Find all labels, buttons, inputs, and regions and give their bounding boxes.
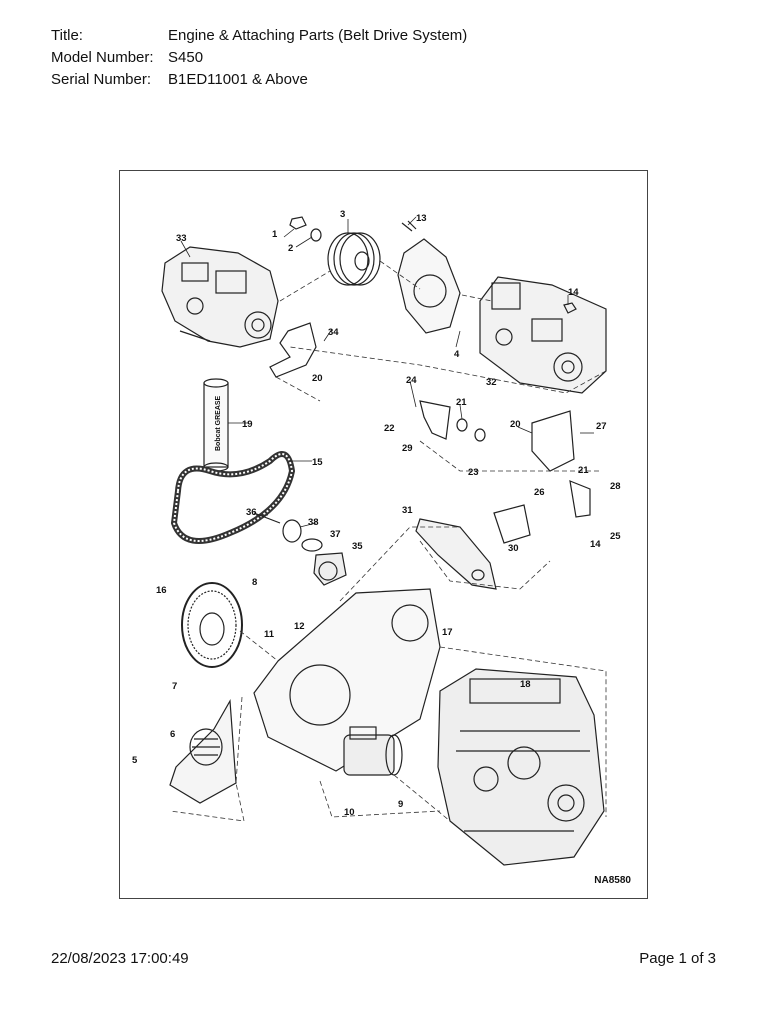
callout-10: 10 — [344, 807, 355, 818]
callout-4: 4 — [454, 349, 460, 360]
callout-23: 23 — [468, 467, 479, 478]
callout-35: 35 — [352, 541, 363, 552]
title-label: Title: — [51, 27, 83, 44]
model-number-row: Model Number: S450 — [51, 47, 467, 69]
bolt-top — [401, 220, 417, 232]
callout-33: 33 — [176, 233, 187, 244]
callout-21-top: 21 — [456, 397, 467, 408]
callout-30: 30 — [508, 543, 519, 554]
callout-32: 32 — [486, 377, 497, 388]
callout-29: 29 — [402, 443, 413, 454]
callout-20-right: 20 — [510, 419, 521, 430]
callout-27: 27 — [596, 421, 607, 432]
engine-mount-bracket — [415, 504, 531, 590]
callout-37: 37 — [330, 529, 341, 540]
callout-6: 6 — [170, 729, 175, 740]
serial-number-label: Serial Number: — [51, 71, 152, 88]
model-number-value: S450 — [168, 49, 204, 66]
callout-2: 2 — [288, 243, 293, 254]
callout-leaders — [180, 216, 594, 528]
callout-16: 16 — [156, 585, 167, 596]
callout-36: 36 — [246, 507, 257, 518]
engine-block — [437, 668, 605, 866]
callout-28: 28 — [610, 481, 621, 492]
callout-21-bottom: 21 — [578, 465, 589, 476]
print-timestamp: 22/08/2023 17:00:49 — [51, 950, 189, 967]
starter-motor — [343, 726, 403, 776]
grease-cartridge — [203, 378, 229, 472]
exploded-parts-diagram: 1 2 3 4 5 6 7 8 9 10 11 12 13 14 14 15 1… — [119, 170, 648, 899]
drive-belt — [170, 451, 296, 544]
serial-number-value: B1ED11001 & Above — [168, 71, 308, 88]
page-indicator: Page 1 of 3 — [639, 950, 716, 967]
drawing-code: NA8580 — [594, 875, 631, 886]
callout-14-top: 14 — [568, 287, 579, 298]
callout-18: 18 — [520, 679, 531, 690]
callout-15: 15 — [312, 457, 323, 468]
diagram-drawing — [161, 216, 607, 866]
callout-38: 38 — [308, 517, 319, 528]
document-header: Title: Engine & Attaching Parts (Belt Dr… — [51, 25, 467, 91]
callout-34: 34 — [328, 327, 339, 338]
callout-13: 13 — [416, 213, 427, 224]
title-row: Title: Engine & Attaching Parts (Belt Dr… — [51, 25, 467, 47]
callout-24: 24 — [406, 375, 417, 386]
adapter-plate — [397, 238, 461, 334]
callout-17: 17 — [442, 627, 453, 638]
callout-20-left: 20 — [312, 373, 323, 384]
flywheel-housing — [253, 588, 441, 772]
serial-number-row: Serial Number: B1ED11001 & Above — [51, 69, 467, 91]
alignment-lines — [169, 260, 607, 822]
callout-layer: 1 2 3 4 5 6 7 8 9 10 11 12 13 14 14 15 1… — [132, 209, 621, 818]
callout-8: 8 — [252, 577, 257, 588]
callout-5: 5 — [132, 755, 138, 766]
flywheel — [181, 582, 243, 668]
callout-31: 31 — [402, 505, 413, 516]
nut-washer-top — [289, 216, 322, 242]
title-value: Engine & Attaching Parts (Belt Drive Sys… — [168, 27, 468, 44]
fan-shroud — [169, 698, 237, 804]
callout-25: 25 — [610, 531, 621, 542]
callout-9: 9 — [398, 799, 403, 810]
nut-14-top — [563, 302, 577, 314]
callout-26: 26 — [534, 487, 545, 498]
hydraulic-pump-left — [161, 246, 279, 348]
callout-7: 7 — [172, 681, 177, 692]
callout-14-bottom: 14 — [590, 539, 601, 550]
callout-1: 1 — [272, 229, 278, 240]
model-number-label: Model Number: — [51, 49, 154, 66]
grease-label: Bobcat GREASE — [215, 395, 222, 451]
callout-11: 11 — [264, 629, 275, 640]
callout-3: 3 — [340, 209, 345, 220]
callout-19: 19 — [242, 419, 253, 430]
callout-22: 22 — [384, 423, 395, 434]
callout-12: 12 — [294, 621, 305, 632]
mounting-brackets — [419, 400, 591, 518]
